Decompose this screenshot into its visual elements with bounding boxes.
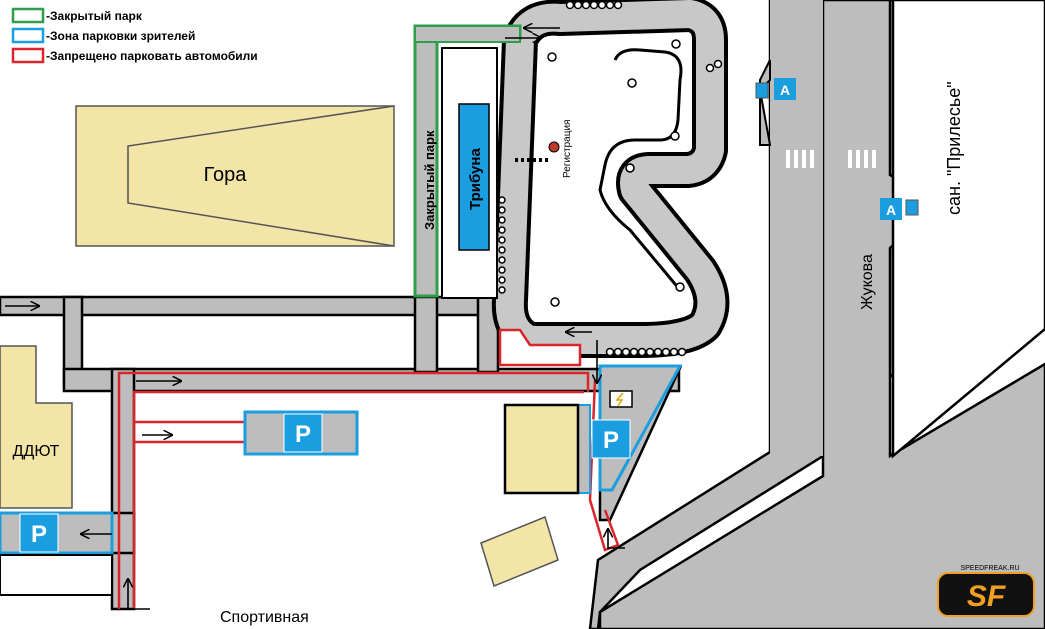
building: [480, 515, 559, 588]
registration: Регистрация: [548, 120, 573, 178]
parking-sign-icon: P: [591, 419, 631, 459]
hill: Гора: [75, 105, 395, 247]
bus-stop-icon: A: [774, 78, 796, 100]
street-sportivnaya-label: Спортивная: [220, 609, 309, 626]
parking-sign-icon: P: [283, 413, 323, 453]
legend-closed-park-text: -Закрытый парк: [46, 9, 143, 23]
ddyut-label: ДДЮТ: [13, 443, 60, 460]
zhukova-road: A A Жукова сан. "Прилесье": [588, 0, 1045, 629]
hill-label: Гора: [204, 164, 248, 186]
crosswalk: [786, 150, 876, 168]
registration-marker-icon: [548, 141, 560, 153]
parking-label-3: P: [603, 427, 619, 454]
registration-label: Регистрация: [562, 120, 573, 178]
ddyut-building: ДДЮТ: [0, 345, 73, 509]
legend-spectator-parking-text: -Зона парковки зрителей: [46, 29, 195, 43]
tire-barrier-icon: [498, 0, 723, 357]
grandstand: Трибуна: [441, 47, 498, 299]
bus-stop-icon: A: [880, 198, 902, 220]
parking-sign-icon: P: [19, 513, 59, 553]
closed-park: Закрытый парк: [413, 24, 522, 298]
grandstand-label: Трибуна: [467, 148, 484, 210]
logo-url: SPEEDFREAK.RU: [960, 565, 1019, 572]
street-zhukova-label: Жукова: [859, 254, 876, 310]
legend-spectator-parking-swatch: [11, 27, 45, 44]
legend: -Закрытый парк -Зона парковки зрителей -…: [11, 7, 258, 64]
arrow-icon: [5, 28, 625, 610]
no-parking-zones: [117, 328, 620, 609]
speedfreak-logo: SPEEDFREAK.RU SF: [937, 565, 1035, 617]
bus-stop-label-2: A: [886, 202, 896, 218]
legend-no-parking-swatch: [11, 47, 45, 64]
parking-label-2: P: [31, 521, 47, 548]
logo-letters: SF: [967, 580, 1006, 613]
legend-closed-park-swatch: [11, 7, 45, 24]
building: [503, 403, 580, 495]
power-icon: [609, 390, 633, 408]
building-block: [0, 554, 113, 596]
parking-label-1: P: [295, 421, 311, 448]
legend-no-parking-text: -Запрещено парковать автомобили: [46, 49, 258, 63]
closed-park-label: Закрытый парк: [422, 130, 437, 230]
bus-stop-label-1: A: [780, 82, 790, 98]
sanatorium-label: сан. "Прилесье": [944, 81, 964, 215]
